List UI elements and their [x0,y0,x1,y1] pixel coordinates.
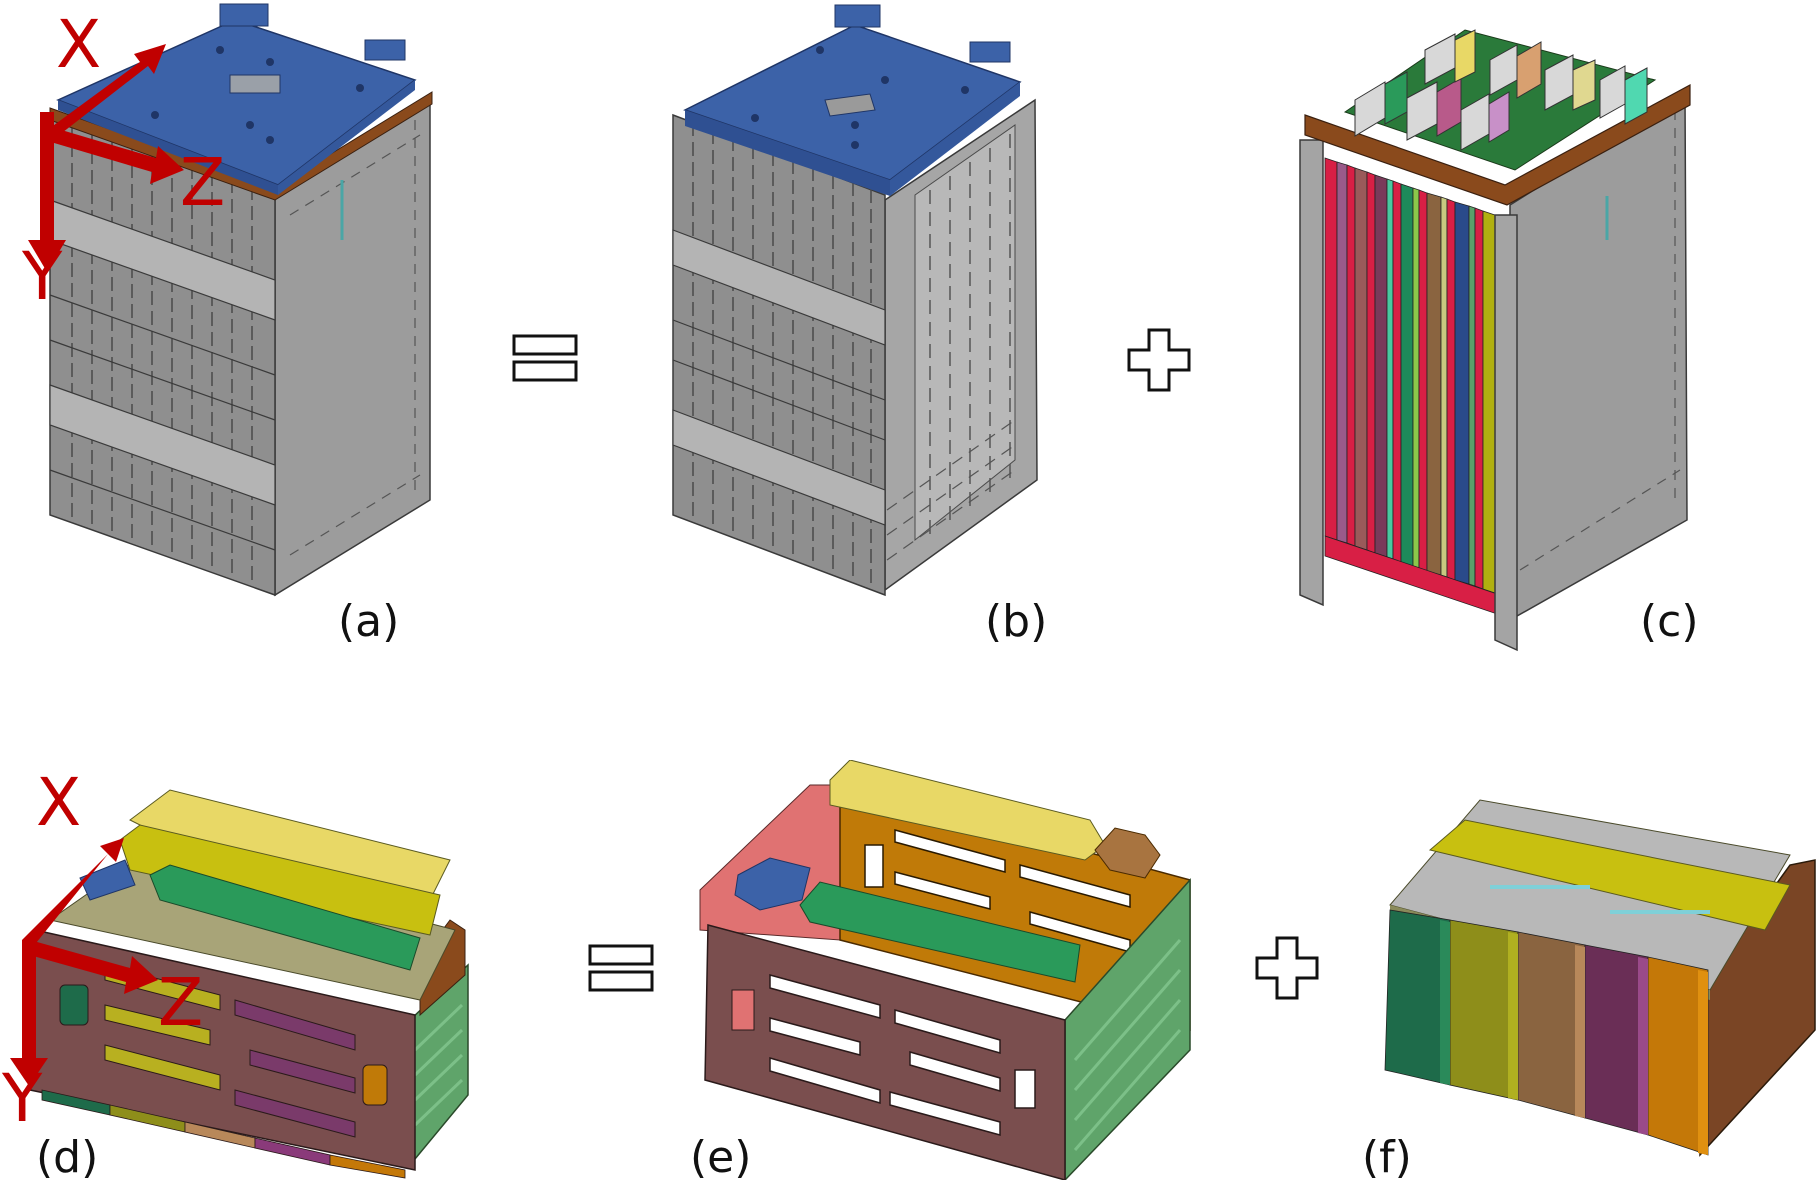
panel-label-e: (e) [690,1132,752,1183]
panel-label-d: (d) [36,1132,99,1183]
housing-frame-e-illustration [699,760,1191,1180]
panel-f-cells [1370,790,1820,1170]
equals-operator-bottom [588,944,656,999]
panel-c-cell-stack [1295,0,1705,660]
axis-label-z-top: Z [180,144,226,221]
panel-e-housing-frame [690,760,1230,1180]
panel-label-f: (f) [1362,1132,1412,1183]
equals-operator-top [512,334,580,389]
axes-triad-top [0,0,200,280]
cell-stack-c-illustration [1299,29,1691,652]
axis-label-y-top: Y [22,238,63,315]
equals-icon [588,944,654,992]
panel-label-b: (b) [985,596,1048,647]
cells-f-illustration [1384,799,1816,1157]
panel-label-c: (c) [1640,596,1699,647]
axis-label-z-bottom: Z [158,964,204,1041]
plus-operator-top [1125,328,1193,397]
axis-arrows-icon [10,838,158,1086]
axes-triad-bottom [0,790,200,1090]
plus-operator-bottom [1253,936,1321,1005]
plus-icon [1255,936,1319,1000]
module-d-illustration [29,789,469,1179]
axis-label-y-bottom: Y [2,1060,43,1137]
axis-label-x-bottom: X [36,764,82,841]
axis-label-x-top: X [56,6,102,83]
plus-icon [1127,328,1191,392]
panel-b-housing [665,0,1065,610]
panel-d-assembled-module [10,760,470,1180]
equals-icon [512,334,578,382]
axis-arrows-icon [28,44,184,272]
panel-label-a: (a) [338,596,400,647]
housing-b-illustration [672,4,1038,597]
